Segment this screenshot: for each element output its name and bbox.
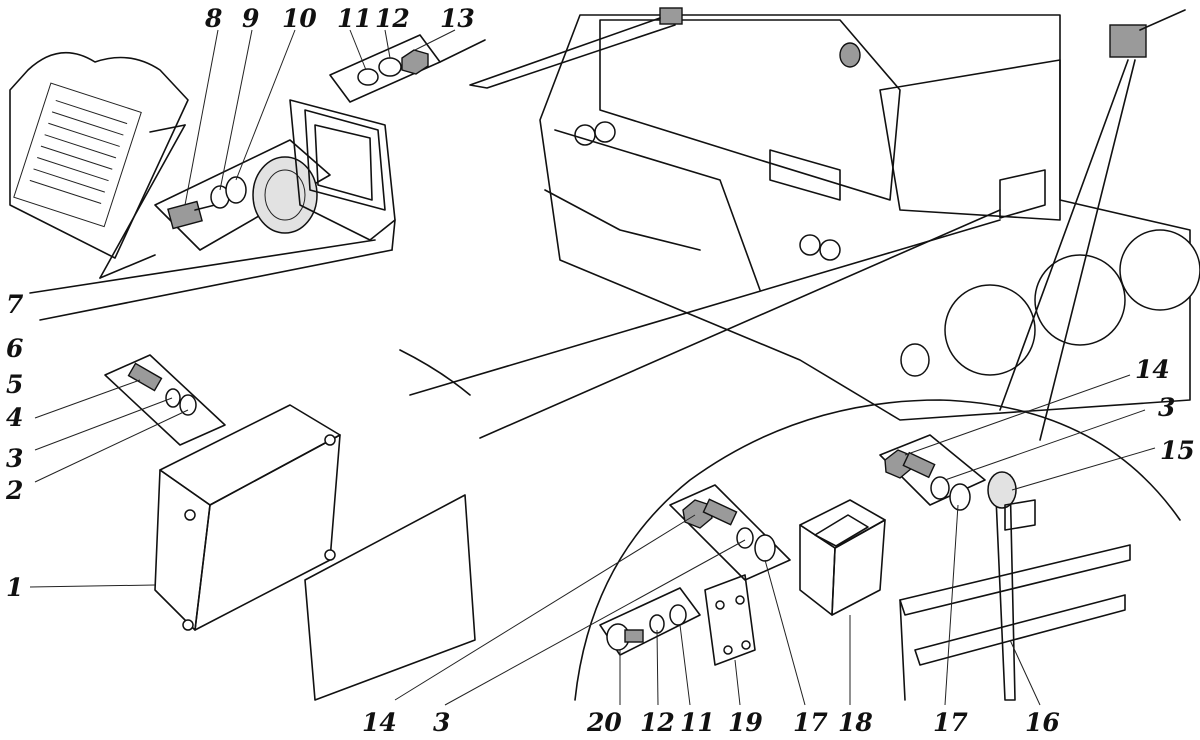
part-label-4: 4 [6, 403, 24, 432]
gasket-plate-drawing [304, 494, 476, 701]
part-label-15: 15 [1160, 436, 1195, 465]
nut-washer-group-drawing [329, 34, 486, 103]
label-leaders [29, 29, 1156, 706]
part-label-1: 1 [6, 573, 24, 602]
part-label-8: 8 [205, 4, 223, 33]
part-label-3c: 3 [433, 708, 451, 737]
part-label-20: 20 [587, 708, 622, 737]
part-label-11b: 11 [680, 708, 715, 737]
bolt-washer-group-drawing [104, 354, 226, 446]
part-label-14b: 14 [362, 708, 397, 737]
part-label-18: 18 [838, 708, 873, 737]
part-label-17b: 17 [933, 708, 968, 737]
part-label-13: 13 [440, 4, 475, 33]
part-label-9: 9 [242, 4, 260, 33]
callout-leaders [399, 17, 1136, 441]
part-label-12b: 12 [640, 708, 675, 737]
part-label-2: 2 [6, 476, 24, 505]
part-label-11: 11 [337, 4, 372, 33]
part-label-12: 12 [375, 4, 410, 33]
part-label-14a: 14 [1135, 355, 1170, 384]
part-label-19: 19 [728, 708, 763, 737]
part-label-16: 16 [1025, 708, 1060, 737]
part-label-7: 7 [6, 290, 24, 319]
part-label-5: 5 [6, 370, 24, 399]
part-label-3a: 3 [6, 444, 24, 473]
part-label-17a: 17 [793, 708, 828, 737]
part-label-10: 10 [282, 4, 317, 33]
vehicle-drawing [539, 7, 1200, 421]
part-label-6: 6 [6, 334, 24, 363]
part-label-3b: 3 [1158, 393, 1176, 422]
circular-detail-inset [574, 399, 1181, 701]
flange-assembly-drawing [29, 99, 396, 321]
grille-panel-drawing [9, 51, 189, 279]
control-box-drawing [154, 404, 341, 631]
